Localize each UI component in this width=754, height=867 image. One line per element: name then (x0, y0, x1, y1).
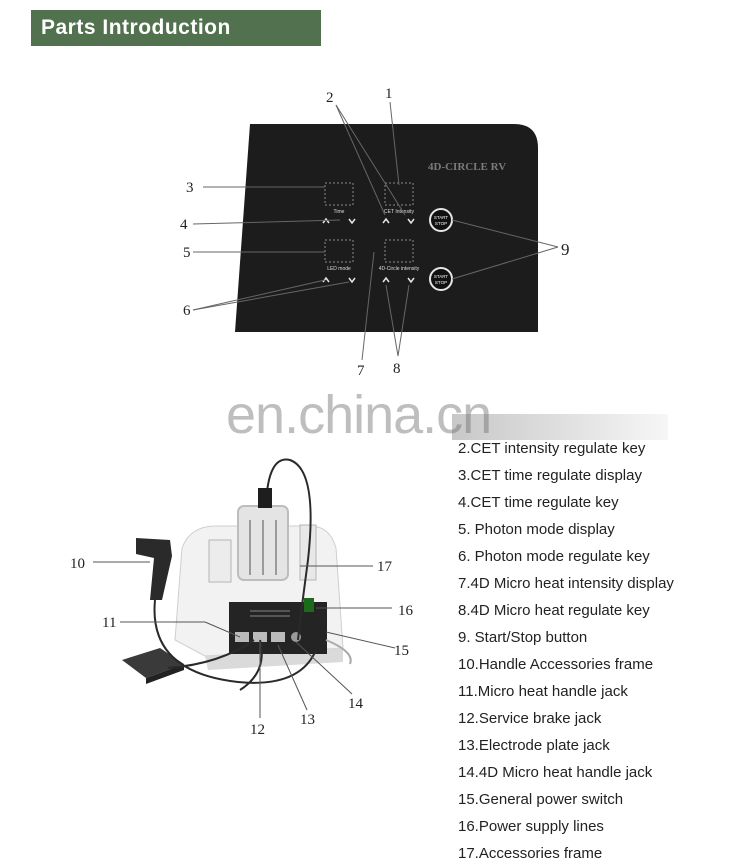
watermark-text: en.china.cn (226, 385, 492, 445)
cet-up-key[interactable] (382, 217, 390, 224)
jack-12 (253, 632, 267, 642)
section-header: Parts Introduction (31, 10, 321, 46)
callout-16: 16 (398, 603, 414, 619)
callout-6: 6 (183, 303, 191, 319)
start-stop-button-bottom[interactable]: START STOP (429, 267, 453, 291)
legend-item: 6. Photon mode regulate key (458, 548, 650, 565)
start-stop-button-top[interactable]: START STOP (429, 208, 453, 232)
legend-item: 8.4D Micro heat regulate key (458, 602, 650, 619)
callout-13: 13 (300, 712, 315, 728)
callout-4: 4 (180, 217, 188, 233)
led-label: LED mode (327, 266, 351, 272)
callout-11: 11 (102, 615, 116, 631)
svg-text:STOP: STOP (435, 221, 447, 226)
circle-display (384, 239, 414, 263)
time-down-key[interactable] (348, 218, 356, 225)
control-panel: 4D-CIRCLE RV Time CET Intensity LED mode… (235, 124, 538, 332)
legend-item: 2.CET intensity regulate key (458, 440, 646, 457)
callout-14: 14 (348, 696, 364, 712)
svg-text:STOP: STOP (435, 280, 447, 285)
time-up-key[interactable] (322, 217, 330, 224)
led-display (324, 239, 354, 263)
cet-label: CET Intensity (384, 209, 414, 215)
legend-item: 3.CET time regulate display (458, 467, 642, 484)
legend-item: 10.Handle Accessories frame (458, 656, 654, 673)
foot-pedal (122, 648, 184, 678)
parts-legend: 2.CET intensity regulate key 3.CET time … (458, 435, 674, 867)
legend-item: 5. Photon mode display (458, 521, 615, 538)
callout-5: 5 (183, 245, 191, 261)
cet-down-key[interactable] (407, 218, 415, 225)
callout-8: 8 (393, 361, 401, 377)
legend-item: 16.Power supply lines (458, 818, 604, 835)
callout-2: 2 (326, 90, 334, 106)
circle-up-key[interactable] (382, 276, 390, 283)
callout-9: 9 (561, 240, 570, 259)
machine-leader-lines (93, 561, 396, 718)
callout-3: 3 (186, 180, 194, 196)
legend-item: 14.4D Micro heat handle jack (458, 764, 653, 781)
callout-15: 15 (394, 643, 409, 659)
machine-illustration (122, 458, 352, 691)
jack-13 (271, 632, 285, 642)
panel-brand: 4D-CIRCLE RV (428, 161, 506, 173)
legend-item: 9. Start/Stop button (458, 629, 588, 646)
handle-piece (136, 538, 172, 600)
legend-item: 17.Accessories frame (458, 845, 603, 862)
section-title: Parts Introduction (41, 16, 231, 39)
legend-item: 13.Electrode plate jack (458, 737, 610, 754)
watermark-bar (452, 414, 668, 440)
power-switch (304, 598, 314, 612)
panel-leader-lines (192, 101, 559, 361)
jack-11 (235, 632, 249, 642)
time-label: Time (334, 209, 345, 215)
callout-10: 10 (70, 556, 85, 572)
svg-text:START: START (434, 274, 449, 279)
time-display (324, 182, 354, 206)
legend-item: 11.Micro heat handle jack (458, 683, 628, 700)
callout-12: 12 (250, 722, 265, 738)
callout-7: 7 (357, 363, 365, 379)
legend-item: 12.Service brake jack (458, 710, 602, 727)
callout-17: 17 (377, 559, 393, 575)
legend-item: 7.4D Micro heat intensity display (458, 575, 674, 592)
led-down-key[interactable] (348, 277, 356, 284)
circle-down-key[interactable] (407, 277, 415, 284)
callout-1: 1 (385, 86, 393, 102)
circle-label: 4D-Circle intensity (379, 266, 420, 272)
svg-text:START: START (434, 215, 449, 220)
legend-item: 4.CET time regulate key (458, 494, 619, 511)
legend-item: 15.General power switch (458, 791, 624, 808)
